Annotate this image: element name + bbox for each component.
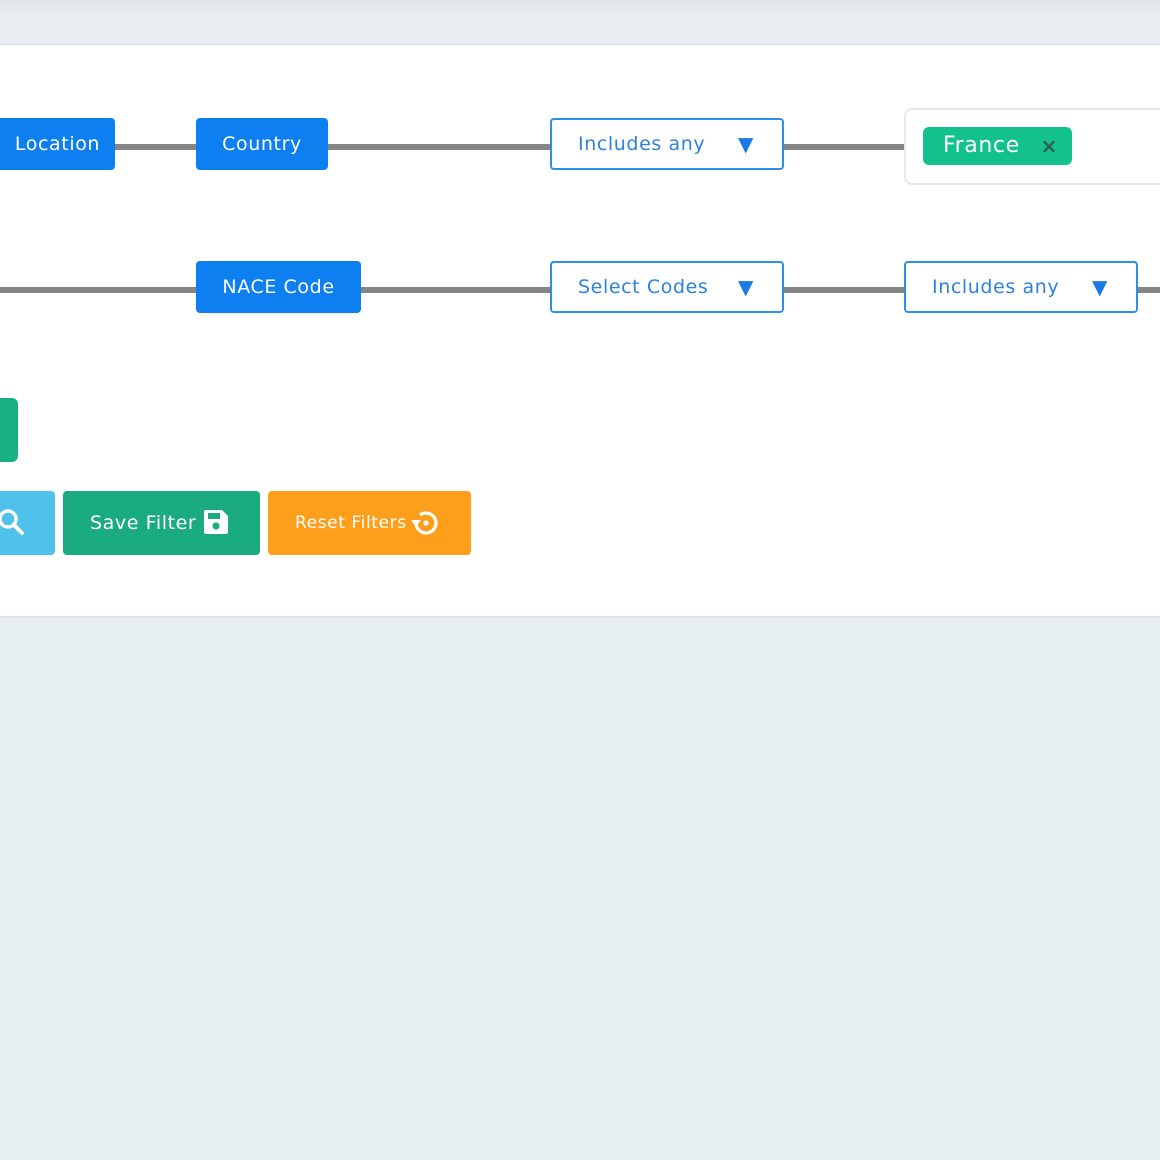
connector-line	[780, 287, 908, 293]
top-bar	[0, 0, 1160, 45]
floppy-disk-icon	[204, 510, 228, 534]
save-filter-button[interactable]: Save Filter	[63, 491, 260, 555]
country-tag-input[interactable]: France ×	[904, 108, 1160, 185]
reset-filters-button[interactable]: Reset Filters	[268, 491, 471, 555]
select-value: Select Codes	[578, 276, 709, 298]
reset-icon	[411, 511, 438, 535]
save-filter-label: Save Filter	[90, 512, 197, 534]
close-icon[interactable]: ×	[1040, 134, 1058, 158]
connector-line	[0, 287, 200, 293]
caret-down-icon: ▼	[1092, 275, 1108, 299]
codes-select[interactable]: Select Codes ▼	[550, 261, 784, 313]
select-value: Includes any	[578, 133, 706, 155]
search-icon	[0, 509, 24, 535]
search-button[interactable]	[0, 491, 55, 555]
tag-label: France	[943, 133, 1020, 158]
nace-operator-select[interactable]: Includes any ▼	[904, 261, 1138, 313]
connector-line	[322, 144, 554, 150]
add-filter-button[interactable]	[0, 398, 18, 462]
filter-chip-nace-code[interactable]: NACE Code	[196, 261, 361, 313]
select-value: Includes any	[932, 276, 1060, 298]
country-operator-select[interactable]: Includes any ▼	[550, 118, 784, 170]
caret-down-icon: ▼	[738, 132, 754, 156]
connector-line	[356, 287, 554, 293]
filter-chip-location[interactable]: Location	[0, 118, 115, 170]
selected-tag-france: France ×	[923, 127, 1072, 165]
connector-line	[780, 144, 908, 150]
caret-down-icon: ▼	[738, 275, 754, 299]
connector-line	[1134, 287, 1160, 293]
connector-line	[110, 144, 200, 150]
reset-filters-label: Reset Filters	[295, 513, 407, 533]
filter-chip-country[interactable]: Country	[196, 118, 328, 170]
